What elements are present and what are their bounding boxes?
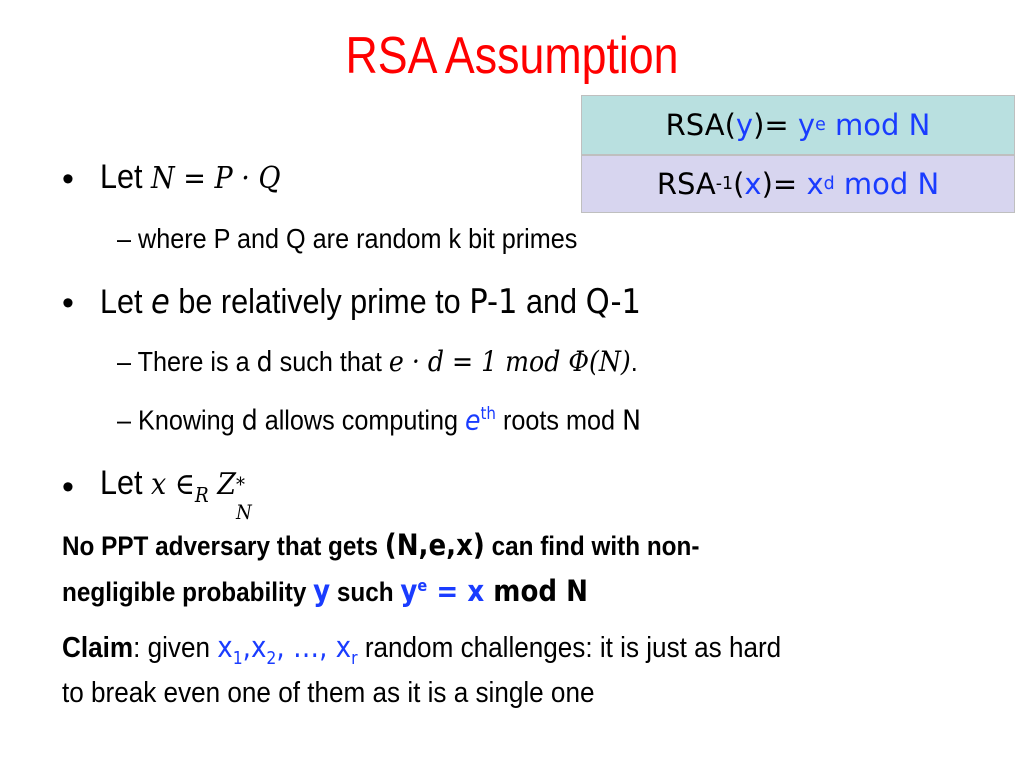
statement-y: y [313,574,331,608]
sub-2-n: N [622,403,641,437]
claim-c1: , [242,630,251,664]
bullet-2-and: and [517,283,586,321]
claim-s2: 2 [266,648,277,669]
bullet-2-e: e [151,282,170,322]
inv-eq: )= [761,167,798,201]
bullet-1-sub-text: where P and Q are random k bit primes [138,223,578,254]
claim-text-b: random challenges: it is just as hard [357,632,782,664]
claim-sr: r [351,648,358,669]
inv-var: x [744,167,762,201]
bullet-2-sub-2: – Knowing d allows computing eth roots m… [117,403,641,437]
bullet-2-text: be relatively prime to [169,283,470,321]
statement-text-a: No PPT adversary that gets [62,531,385,561]
bullet-2: Let e be relatively prime to P-1 and Q-1 [100,282,701,322]
rsa-var: y [735,108,754,142]
sub-1-text-b: such that [272,346,389,377]
sub-2-text-b: allows computing [257,404,466,436]
bullet-1-math: N = P · Q [151,161,281,196]
bullet-1-let: Let [100,158,152,196]
bullet-2-q: Q-1 [585,282,642,322]
statement-ye: y [400,574,418,608]
claim-x2: x [250,630,267,664]
statement-ye-exp: e [417,576,428,595]
claim-c2: , …, [276,630,336,664]
bullet-2-p: P-1 [469,282,518,322]
rsa-exp: e [815,115,826,135]
rsa-prefix: RSA( [665,108,736,142]
sub-2-th: th [480,403,497,423]
inv-exp: -1 [715,174,734,194]
bullet-3-r: R [194,482,209,507]
assumption-statement-line-2: negligible probability y such ye = x mod… [62,574,646,608]
inv-mod: mod N [834,167,940,201]
bullet-2-sub-1: – There is a d such that e · d = 1 mod Φ… [117,345,638,378]
claim-text-a: : given [133,632,218,664]
bullet-3-x: x ∈ [151,467,195,502]
rsa-base: y [797,108,816,142]
sub-1-text: There is a [137,346,257,377]
bullet-3-n: N [236,500,252,524]
sub-1-d: d [256,345,273,378]
sub-2-e: e [465,403,481,437]
claim-label: Claim [62,632,134,664]
sub-2-text-c: roots mod [496,404,623,436]
claim-xr: x [335,630,352,664]
bullet-dot: • [62,284,74,322]
bullet-dot: • [62,160,74,198]
bullet-1: Let N = P · Q [100,158,301,197]
slide-title: RSA Assumption [345,27,679,85]
bullet-3: Let x ∈R Z* N [100,464,269,524]
statement-mod: mod N [484,574,588,608]
inv-base: x [806,167,824,201]
rsa-eq: )= [753,108,789,142]
inv-prefix: RSA [656,167,716,201]
bullet-2-let: Let [100,283,152,321]
statement-text-c: negligible probability [62,577,314,607]
sub-2-text: Knowing [138,404,242,436]
sub-1-end: . [630,346,638,377]
bullet-1-sub: – where P and Q are random k bit primes [117,223,578,254]
claim-line-1: Claim: given x1,x2, …, xr random challen… [62,630,861,669]
statement-text-b: can find with non- [484,531,700,561]
inv-open: ( [733,167,745,201]
claim-line-2-text: to break even one of them as it is a sin… [62,677,595,709]
statement-tuple: (N,e,x) [384,528,485,562]
assumption-statement-line-1: No PPT adversary that gets (N,e,x) can f… [62,528,770,562]
statement-text-d: such [330,577,401,607]
sub-1-math: e · d = 1 mod Φ(N) [388,345,631,378]
bullet-3-z: Z [208,467,237,502]
rsa-mod: mod N [825,108,931,142]
claim-line-2: to break even one of them as it is a sin… [62,677,654,710]
inv-pow: d [823,174,835,194]
claim-s1: 1 [232,648,243,669]
sub-2-d: d [241,403,258,437]
claim-x1: x [217,630,233,664]
statement-eqx: = x [427,574,485,608]
bullet-3-star: * [236,472,246,496]
bullet-3-let: Let [100,464,152,502]
bullet-dot: • [62,468,74,506]
